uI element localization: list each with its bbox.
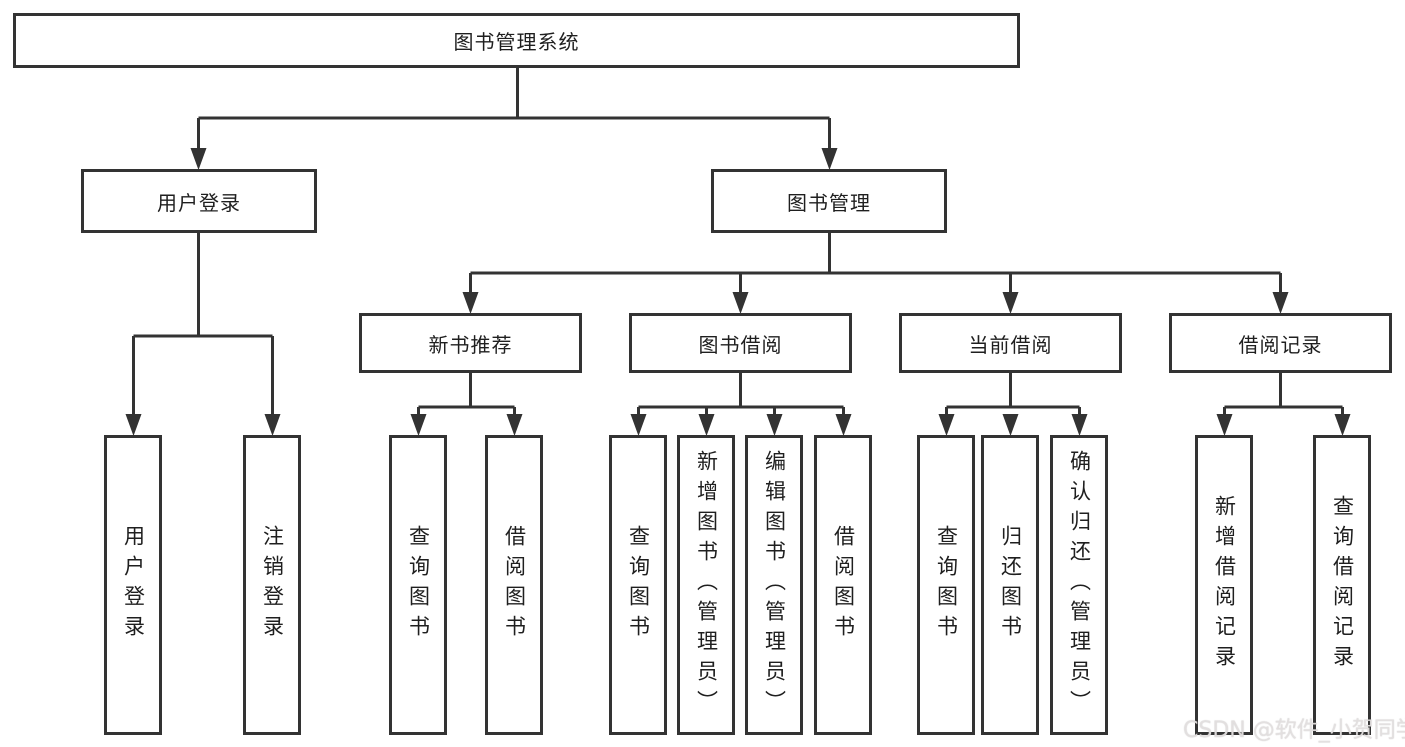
- arrow-down-icons: [125, 148, 1351, 436]
- arrow-down-icon: [506, 414, 523, 436]
- arrow-down-icon: [1334, 414, 1351, 436]
- node-label: 用户登录: [157, 190, 241, 215]
- leaf-label: 查询图书: [626, 525, 651, 645]
- leaf-label: 用户登录: [121, 525, 146, 645]
- leaf-label: 查询图书: [934, 525, 959, 645]
- leaf-confirm-return-admin: 确认归还（管理员）: [1050, 435, 1108, 735]
- node-label: 图书管理: [787, 190, 871, 215]
- node-label: 图书管理系统: [453, 30, 580, 54]
- arrow-down-icon: [1272, 292, 1289, 314]
- leaf-label: 新增借阅记录: [1212, 495, 1237, 675]
- arrow-down-icon: [1002, 292, 1019, 314]
- leaf-label: 借阅图书: [502, 525, 527, 645]
- watermark: CSDN @软件_小贺同学: [1183, 718, 1405, 743]
- leaf-label: 查询借阅记录: [1330, 495, 1355, 675]
- arrow-down-icon: [462, 292, 479, 314]
- node-current-borrowing: 当前借阅: [899, 313, 1122, 373]
- leaf-label: 注销登录: [260, 525, 285, 645]
- arrow-down-icon: [1071, 414, 1088, 436]
- arrow-down-icon: [1002, 414, 1019, 436]
- leaf-label: 新增图书（管理员）: [694, 450, 719, 720]
- node-borrowing-records: 借阅记录: [1169, 313, 1392, 373]
- node-user-login-module: 用户登录: [81, 169, 317, 233]
- leaf-user-login: 用户登录: [104, 435, 162, 735]
- leaf-return-book: 归还图书: [981, 435, 1039, 735]
- leaf-label: 查询图书: [406, 525, 431, 645]
- leaf-logout: 注销登录: [243, 435, 301, 735]
- node-label: 图书借阅: [698, 332, 783, 357]
- arrow-down-icon: [732, 292, 749, 314]
- arrow-down-icon: [630, 414, 647, 436]
- leaf-query-book: 查询图书: [917, 435, 975, 735]
- arrow-down-icon: [766, 414, 783, 436]
- arrow-down-icon: [821, 148, 838, 170]
- leaf-query-book: 查询图书: [609, 435, 667, 735]
- node-label: 当前借阅: [968, 332, 1053, 357]
- leaf-query-borrow-record: 查询借阅记录: [1313, 435, 1371, 735]
- node-label: 借阅记录: [1238, 332, 1323, 357]
- leaf-label: 借阅图书: [831, 525, 856, 645]
- leaf-label: 归还图书: [998, 525, 1023, 645]
- arrow-down-icon: [264, 414, 281, 436]
- arrow-down-icon: [190, 148, 207, 170]
- leaf-label: 确认归还（管理员）: [1067, 450, 1092, 720]
- leaf-add-borrow-record: 新增借阅记录: [1195, 435, 1253, 735]
- arrow-down-icon: [835, 414, 852, 436]
- node-book-borrowing: 图书借阅: [629, 313, 852, 373]
- leaf-borrow-book: 借阅图书: [485, 435, 543, 735]
- node-book-management-module: 图书管理: [711, 169, 947, 233]
- node-library-management-system: 图书管理系统: [13, 13, 1020, 68]
- leaf-add-book-admin: 新增图书（管理员）: [677, 435, 735, 735]
- arrow-down-icon: [1216, 414, 1233, 436]
- node-new-book-recommendation: 新书推荐: [359, 313, 582, 373]
- leaf-query-book: 查询图书: [389, 435, 447, 735]
- leaf-borrow-book: 借阅图书: [814, 435, 872, 735]
- leaf-edit-book-admin: 编辑图书（管理员）: [745, 435, 803, 735]
- leaf-label: 编辑图书（管理员）: [762, 450, 787, 720]
- arrow-down-icon: [938, 414, 955, 436]
- arrow-down-icon: [698, 414, 715, 436]
- arrow-down-icon: [410, 414, 427, 436]
- connector-lines: [132, 68, 1344, 415]
- arrow-down-icon: [125, 414, 142, 436]
- node-label: 新书推荐: [428, 332, 513, 357]
